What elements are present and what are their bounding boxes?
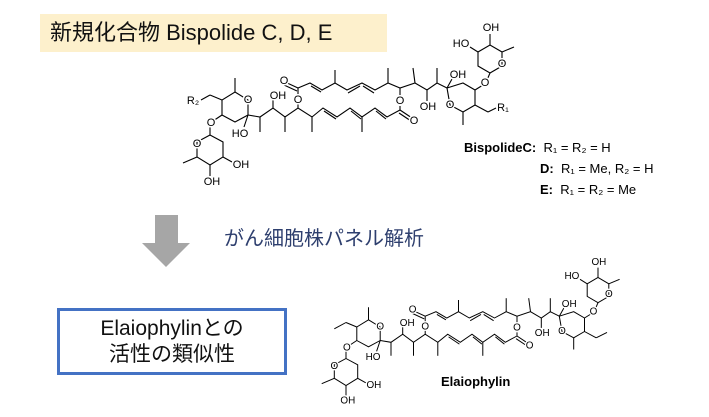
atom-label: OH bbox=[420, 101, 437, 113]
legend-formula: R₁ = R₂ = Me bbox=[560, 182, 637, 197]
atom-label: OH bbox=[450, 69, 467, 81]
legend-formula: R₁ = R₂ = H bbox=[543, 140, 611, 155]
atom-label: O bbox=[498, 58, 507, 70]
atom-label: HO bbox=[453, 38, 470, 50]
atom-label: O bbox=[343, 342, 351, 353]
atom-label: O bbox=[207, 117, 216, 129]
legend-bispolide-d: D: R₁ = Me, R₂ = H bbox=[540, 161, 653, 176]
slide-title: 新規化合物 Bispolide C, D, E bbox=[40, 14, 387, 52]
atom-label: OH bbox=[340, 395, 355, 406]
r1-label: R₁ bbox=[497, 102, 509, 114]
atom-label: OH bbox=[483, 22, 500, 34]
legend-compound: D: bbox=[540, 161, 554, 176]
atom-label: O bbox=[605, 289, 613, 300]
result-box: Elaiophylinとの 活性の類似性 bbox=[57, 308, 287, 375]
legend-bispolide-c: BispolideC: R₁ = R₂ = H bbox=[464, 140, 611, 155]
legend-compound: BispolideC: bbox=[464, 140, 537, 155]
atom-label: OH bbox=[562, 299, 577, 310]
legend-formula: R₁ = Me, R₂ = H bbox=[560, 161, 654, 176]
atom-label: O bbox=[558, 326, 566, 337]
atom-label: O bbox=[513, 323, 521, 334]
atom-label: OH bbox=[591, 257, 606, 268]
atom-label: HO bbox=[232, 128, 249, 140]
atom-label: O bbox=[193, 138, 202, 150]
atom-label: O bbox=[526, 341, 534, 352]
atom-label: O bbox=[409, 305, 417, 316]
atom-label: O bbox=[396, 95, 405, 107]
legend-bispolide-e: E: R₁ = R₂ = Me bbox=[540, 182, 636, 197]
atom-label: O bbox=[330, 361, 338, 372]
atom-label: OH bbox=[270, 90, 287, 102]
r2-label: R₂ bbox=[187, 95, 199, 107]
result-line-1: Elaiophylinとの bbox=[100, 317, 244, 340]
atom-label: OH bbox=[366, 380, 381, 391]
atom-label: O bbox=[481, 77, 490, 89]
atom-label: O bbox=[244, 94, 253, 106]
elaiophylin-structure: O O O O O O O O O O OH OH OH OH OH OH HO… bbox=[321, 255, 621, 408]
atom-label: O bbox=[410, 115, 419, 127]
atom-label: O bbox=[376, 322, 384, 333]
elaiophylin-name: Elaiophylin bbox=[441, 374, 511, 389]
down-arrow-icon bbox=[142, 215, 190, 267]
atom-label: O bbox=[446, 99, 455, 111]
atom-label: HO bbox=[366, 352, 381, 363]
analysis-label: がん細胞株パネル解析 bbox=[224, 228, 424, 250]
atom-label: OH bbox=[233, 159, 250, 171]
atom-label: O bbox=[280, 75, 289, 87]
atom-label: OH bbox=[204, 176, 221, 188]
atom-label: HO bbox=[564, 271, 579, 282]
atom-label: O bbox=[421, 322, 429, 333]
result-line-2: 活性の類似性 bbox=[109, 343, 235, 366]
atom-label: OH bbox=[535, 328, 550, 339]
atom-label: O bbox=[590, 306, 598, 317]
atom-label: O bbox=[294, 94, 303, 106]
bispolide-structure: O O O O O O O O O O OH OH OH OH OH OH HO… bbox=[182, 20, 515, 189]
atom-label: OH bbox=[400, 318, 415, 329]
legend-compound: E: bbox=[540, 182, 553, 197]
